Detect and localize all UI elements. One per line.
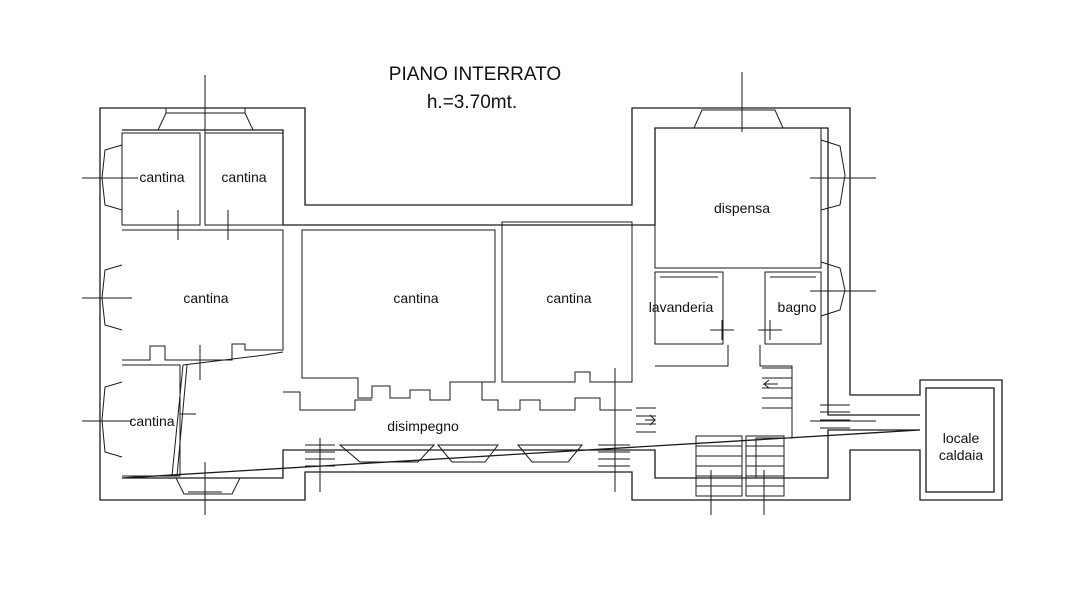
room-label-locale: locale [943, 430, 980, 446]
room-label-bagno: bagno [778, 299, 817, 315]
room-label-cantina-bottom-left: cantina [129, 413, 174, 429]
central-partitions [283, 221, 633, 467]
room-label-cantina-center-right: cantina [546, 290, 591, 306]
right-wing-partitions [636, 127, 850, 497]
room-label-cantina-center: cantina [393, 290, 438, 306]
left-wing-partitions [121, 132, 284, 477]
reference-lines [82, 72, 876, 515]
room-label-lavanderia: lavanderia [649, 299, 714, 315]
room-label-cantina-top-left: cantina [139, 169, 184, 185]
room-label-cantina-left: cantina [183, 290, 228, 306]
room-label-cantina-top-right: cantina [221, 169, 266, 185]
room-label-disimpegno: disimpegno [387, 418, 459, 434]
room-label-caldaia: caldaia [939, 447, 984, 463]
room-labels: cantina cantina cantina cantina cantina … [129, 169, 983, 463]
room-label-dispensa: dispensa [714, 200, 770, 216]
plan-height: h.=3.70mt. [427, 92, 517, 113]
plan-title: PIANO INTERRATO [389, 64, 561, 85]
